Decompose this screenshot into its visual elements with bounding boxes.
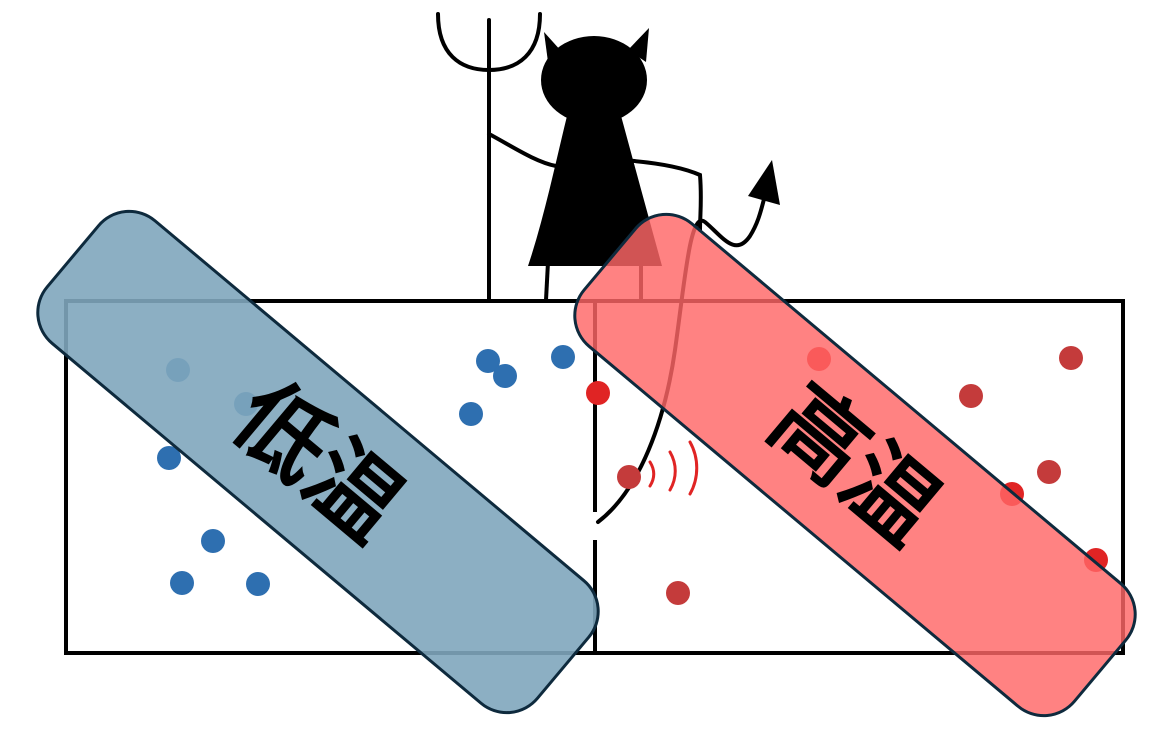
hot-particle [666, 581, 690, 605]
motion-lines [648, 440, 699, 496]
hot-particle [1037, 460, 1061, 484]
demon-icon [487, 28, 703, 301]
cold-particle [201, 529, 225, 553]
cold-particle [170, 571, 194, 595]
hot-particle [617, 465, 641, 489]
hot-particle [1059, 346, 1083, 370]
cold-label-panel: 低温 [36, 209, 600, 715]
trident-icon [436, 12, 542, 302]
hot-particle [959, 384, 983, 408]
cold-particle [246, 572, 270, 596]
cold-particle [476, 349, 500, 373]
cold-particle [459, 402, 483, 426]
cold-particle [493, 364, 517, 388]
cold-particle [551, 345, 575, 369]
cold-particle [157, 446, 181, 470]
hot-particle [586, 381, 610, 405]
